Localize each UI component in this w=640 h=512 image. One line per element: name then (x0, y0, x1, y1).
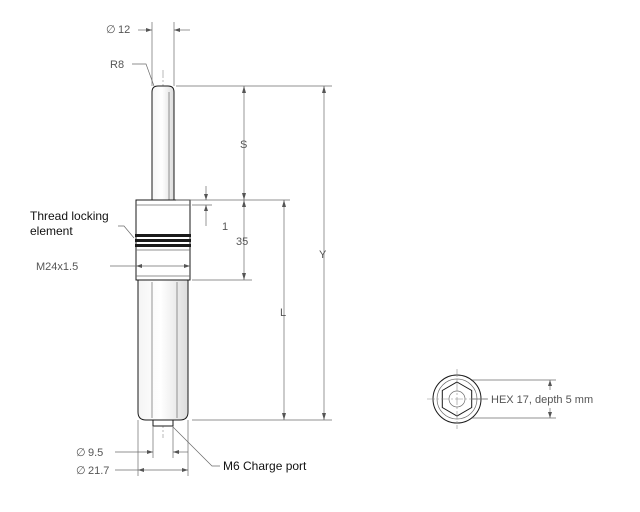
dimension-lines (110, 22, 332, 476)
dia-rod-symbol: ∅ (106, 24, 116, 36)
end-view: HEX 17, depth 5 mm (427, 369, 593, 429)
thread-spec-label: M24x1.5 (36, 261, 78, 273)
stroke-label: S (240, 139, 247, 151)
side-view (135, 70, 191, 438)
charge-port-label: M6 Charge port (223, 459, 307, 473)
thread-locking-label-line2: element (30, 224, 73, 238)
overall-length-label: Y (319, 249, 327, 261)
dia-body-symbol: ∅ (76, 465, 86, 477)
thread-length-label: 35 (236, 236, 248, 248)
radius-label: R8 (110, 59, 124, 71)
dia-rod-label: 12 (118, 24, 130, 36)
charge-port (152, 419, 174, 427)
thread-locking-rings (135, 234, 191, 247)
cylinder-body (137, 279, 189, 421)
dia-body-label: 21.7 (88, 465, 109, 477)
piston-rod (151, 85, 175, 201)
dia-port-symbol: ∅ (76, 447, 86, 459)
hex-label: HEX 17, depth 5 mm (491, 394, 593, 406)
dia-port-label: 9.5 (88, 447, 103, 459)
thread-locking-label-line1: Thread locking (30, 209, 109, 223)
dimension-labels: ∅ 12 R8 S 1 35 L Y M24x1.5 Thread lockin… (30, 24, 327, 477)
body-length-label: L (280, 307, 286, 319)
collar-height-label: 1 (222, 221, 228, 233)
